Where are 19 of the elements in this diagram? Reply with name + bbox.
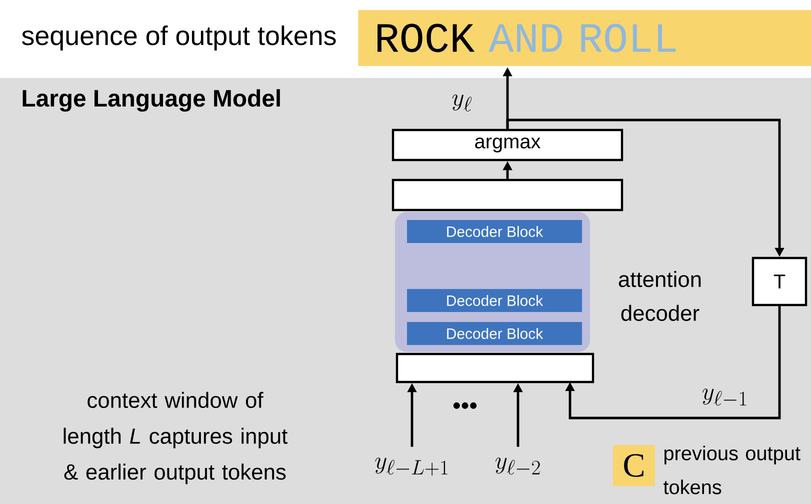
c-box: C — [613, 445, 655, 486]
caption-text: previous output tokens — [664, 446, 800, 494]
caption-text: sequence of output tokens — [22, 25, 336, 51]
note-text: context window of length L captures input & earlier output tokens — [64, 392, 288, 484]
output-token-box: ROCK AND ROLL — [358, 10, 811, 66]
input-box — [396, 352, 594, 384]
decoder-block: Decoder Block — [407, 289, 582, 312]
token-symbol: $y_{\ell-2}$ — [496, 458, 540, 475]
decoder-block: Decoder Block — [407, 322, 582, 345]
argmax-box: argmax — [392, 128, 624, 162]
ellipsis: ••• — [453, 402, 477, 409]
t-box: T — [752, 256, 808, 306]
edge-label: $y_{\ell-1}$ — [700, 388, 750, 408]
decoder-block: Decoder Block — [407, 220, 582, 243]
edge-label: $y_\ell$ — [450, 94, 474, 112]
caption-text: attention decoder — [618, 271, 701, 321]
arrow — [565, 306, 781, 420]
layer-box — [392, 178, 624, 212]
token-symbol: $y_{\ell-L+1}$ — [375, 458, 448, 476]
